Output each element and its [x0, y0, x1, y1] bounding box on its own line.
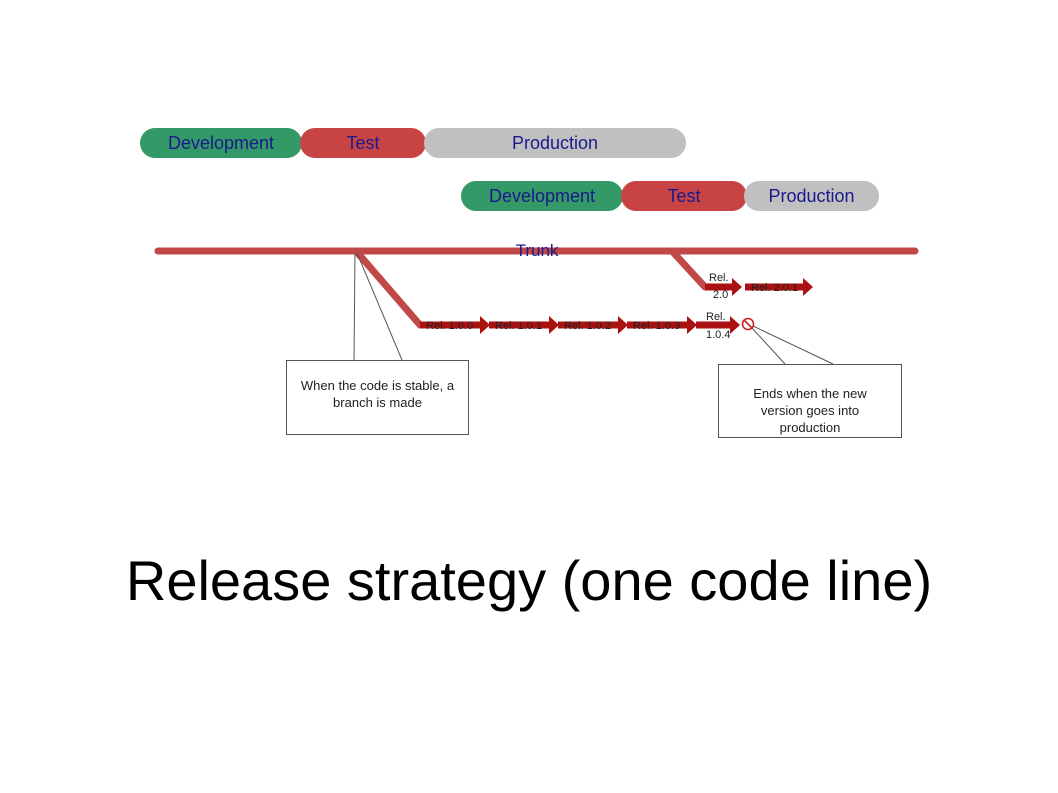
release-1-0-1-label: Rel. 1.0.1: [495, 320, 542, 332]
release-1-0-3-label: Rel. 1.0.3: [633, 320, 680, 332]
branch-callout-text: When the code is stable, a branch is mad…: [300, 378, 455, 410]
release-1-0-4-label-line2: 1.0.4: [706, 329, 730, 341]
release-2-0-1-label: Rel. 2.0.1: [751, 282, 798, 294]
phase-development-1: Development: [140, 128, 302, 158]
release-1-0-0-label: Rel. 1.0.0: [426, 320, 473, 332]
end-callout: Ends when the new version goes into prod…: [718, 364, 902, 438]
branch-2-0-line: [668, 247, 709, 291]
trunk-label: Trunk: [516, 241, 559, 260]
branch-end-marker: [741, 317, 755, 331]
release-2-0-label-line2: 2.0: [713, 289, 728, 301]
release-1-0-3-arrow: [627, 316, 697, 334]
end-callout-pointer-b: [752, 325, 834, 365]
release-1-0-2-label: Rel. 1.0.2: [564, 320, 611, 332]
end-callout-text: Ends when the new version goes into prod…: [753, 386, 867, 435]
phase-test-1: Test: [300, 128, 426, 158]
phase-production-1: Production: [424, 128, 686, 158]
release-1-0-0-arrow: [420, 316, 490, 334]
branch-callout-pointer-a: [353, 252, 356, 361]
end-callout-pointer-a: [751, 327, 786, 365]
release-2-0-label-line1: Rel.: [709, 272, 729, 284]
branch-1-0-line: [352, 247, 424, 329]
phase-development-2: Development: [461, 181, 623, 211]
release-2-0-1-arrow: [745, 278, 813, 296]
phase-test-2: Test: [621, 181, 747, 211]
release-1-0-1-arrow: [489, 316, 559, 334]
release-1-0-4-label-line1: Rel.: [706, 311, 726, 323]
phase-production-2: Production: [744, 181, 879, 211]
slide-title: Release strategy (one code line): [125, 549, 933, 612]
release-1-0-4-arrow: [696, 316, 740, 334]
branch-callout-pointer-b: [356, 252, 403, 361]
release-1-0-2-arrow: [558, 316, 628, 334]
release-2-0-arrow: [705, 278, 742, 296]
branch-callout: When the code is stable, a branch is mad…: [286, 360, 469, 435]
